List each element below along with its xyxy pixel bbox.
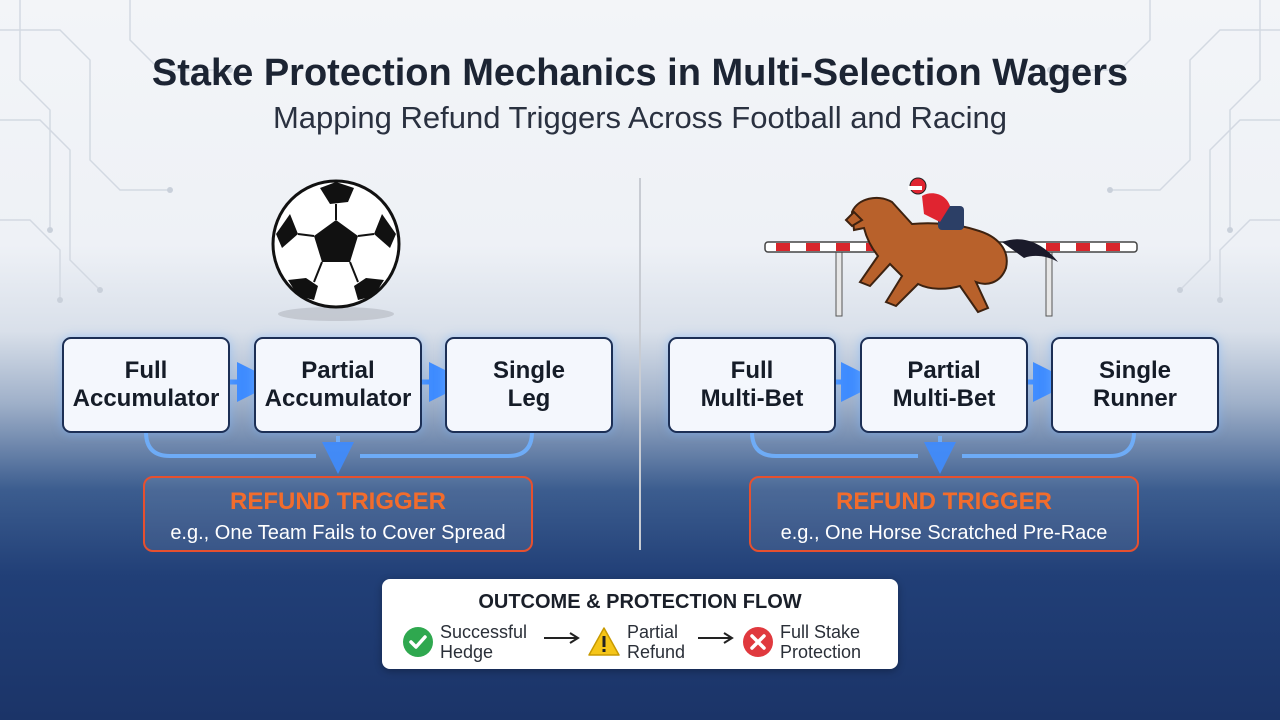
outcome-partial-refund: Partial Refund <box>587 622 685 662</box>
check-circle-icon <box>403 627 433 657</box>
arrow-right-icon <box>544 632 580 644</box>
full-multi-bet-box: Full Multi-Bet <box>668 337 836 433</box>
warning-triangle-icon <box>588 627 620 656</box>
football-refund-trigger: REFUND TRIGGER e.g., One Team Fails to C… <box>143 476 533 552</box>
racing-refund-trigger: REFUND TRIGGER e.g., One Horse Scratched… <box>749 476 1139 552</box>
outcome-label: Successful Hedge <box>440 622 528 662</box>
outcome-successful-hedge: Successful Hedge <box>402 622 527 662</box>
section-divider <box>639 178 641 550</box>
racehorse-icon <box>764 177 1138 317</box>
soccer-ball-icon <box>271 179 401 321</box>
arrow-right-icon <box>698 632 734 644</box>
outcome-panel: OUTCOME & PROTECTION FLOW Successful Hed… <box>382 579 898 669</box>
outcome-title: OUTCOME & PROTECTION FLOW <box>478 591 802 613</box>
trigger-example: e.g., One Horse Scratched Pre-Race <box>780 522 1108 544</box>
trigger-title: REFUND TRIGGER <box>836 488 1052 515</box>
x-circle-icon <box>743 627 773 657</box>
outcome-label: Full Stake Protection <box>780 622 862 662</box>
outcome-label: Partial Refund <box>627 622 686 662</box>
trigger-title: REFUND TRIGGER <box>230 488 446 515</box>
trigger-example: e.g., One Team Fails to Cover Spread <box>170 522 506 544</box>
partial-accumulator-box: Partial Accumulator <box>254 337 422 433</box>
page-title: Stake Protection Mechanics in Multi-Sele… <box>151 52 1129 94</box>
page-subtitle: Mapping Refund Triggers Across Football … <box>272 100 1008 135</box>
single-leg-box: Single Leg <box>445 337 613 433</box>
outcome-full-stake-protection: Full Stake Protection <box>742 622 861 662</box>
partial-multi-bet-box: Partial Multi-Bet <box>860 337 1028 433</box>
single-runner-box: Single Runner <box>1051 337 1219 433</box>
full-accumulator-box: Full Accumulator <box>62 337 230 433</box>
